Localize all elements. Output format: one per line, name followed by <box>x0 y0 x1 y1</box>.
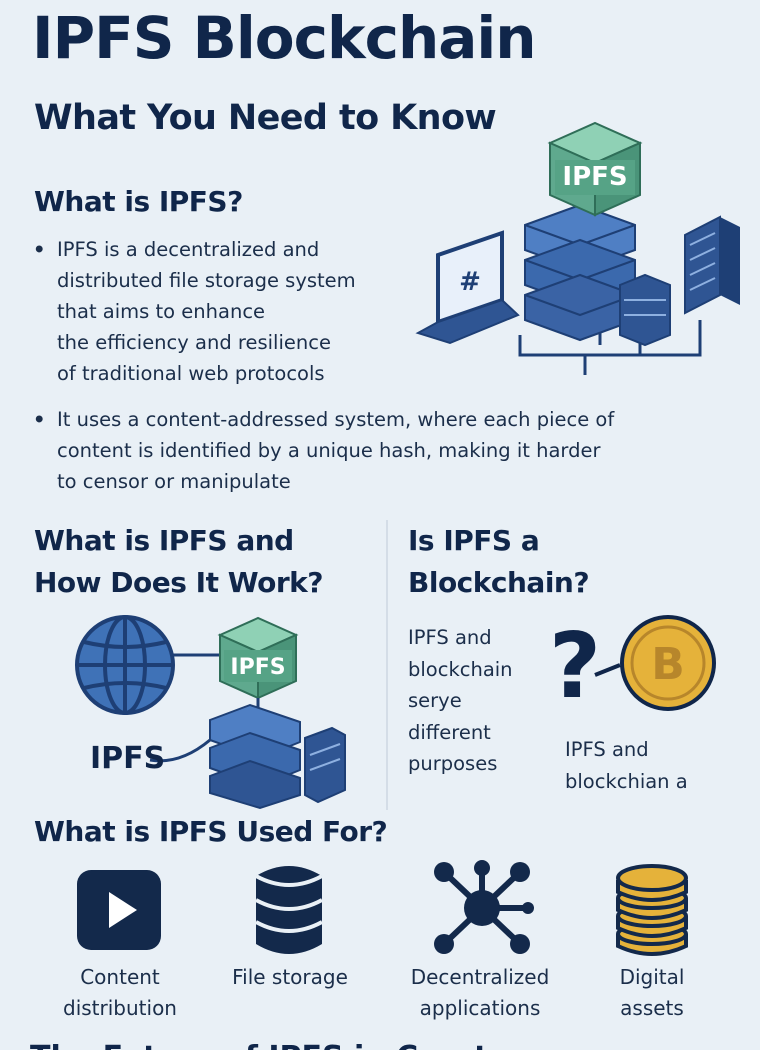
cube-label: IPFS <box>230 655 285 680</box>
cube-label: IPFS <box>562 162 627 192</box>
bullet-dot: • <box>33 408 46 431</box>
bullet-item: • IPFS is a decentralized and distribute… <box>33 234 437 389</box>
play-icon <box>77 870 161 950</box>
globe-icon <box>75 615 175 715</box>
ipfs-cube-icon: IPFS <box>217 616 299 700</box>
blockchain-text-right: IPFS and blockchian a <box>565 738 688 793</box>
question-mark-icon: ? <box>549 615 601 719</box>
use-label-file-storage: File storage <box>232 965 348 989</box>
bullet-text: It uses a content-addressed system, wher… <box>57 408 615 493</box>
server-rack-icon <box>684 215 740 315</box>
how-it-works-illustration: IPFS IPFS <box>75 615 346 810</box>
coin-stack-icon <box>616 864 688 956</box>
small-server-icon <box>619 273 671 347</box>
page-title: IPFS Blockchain <box>32 4 537 72</box>
connector-line <box>149 738 211 763</box>
bullet-text: IPFS is a decentralized and distributed … <box>57 238 356 385</box>
section-heading-uses: What is IPFS Used For? <box>34 815 388 848</box>
ipfs-cube-icon: IPFS <box>547 121 643 217</box>
section-heading-is-blockchain: Is IPFS a Blockchain? <box>408 524 590 599</box>
coin-symbol: B <box>651 639 685 690</box>
bullet-dot: • <box>33 238 46 261</box>
laptop-icon: # <box>415 230 520 345</box>
network-icon <box>434 860 534 954</box>
section-heading-what-is: What is IPFS? <box>34 185 243 218</box>
laptop-symbol: # <box>459 267 481 297</box>
blockchain-illustration: ? B <box>549 615 716 719</box>
use-label-digital-assets: Digital assets <box>619 965 685 1020</box>
page-subtitle: What You Need to Know <box>34 98 497 138</box>
column-divider <box>386 520 388 810</box>
footer-partial-heading: The Future of IPFS in Crypto <box>30 1036 730 1050</box>
use-label-decentralized-apps: Decentralized applications <box>410 965 550 1020</box>
section-heading-how-it-works: What is IPFS and How Does It Work? <box>34 524 324 599</box>
database-icon <box>255 866 323 954</box>
server-stack-icon <box>524 203 636 342</box>
ipfs-network-illustration: IPFS # <box>415 121 740 375</box>
server-stack-icon <box>209 703 346 810</box>
footer-heading-text: The Future of IPFS in Crypto <box>30 1040 730 1050</box>
blockchain-text-left: IPFS and blockchain serye different purp… <box>408 626 513 775</box>
use-label-content-distribution: Content distribution <box>63 965 177 1020</box>
svg-text:?: ? <box>549 615 601 719</box>
connector-line <box>594 663 621 677</box>
bullet-item: • It uses a content-addressed system, wh… <box>33 404 757 497</box>
bitcoin-coin-icon: B <box>620 615 716 711</box>
globe-label: IPFS <box>90 741 165 776</box>
